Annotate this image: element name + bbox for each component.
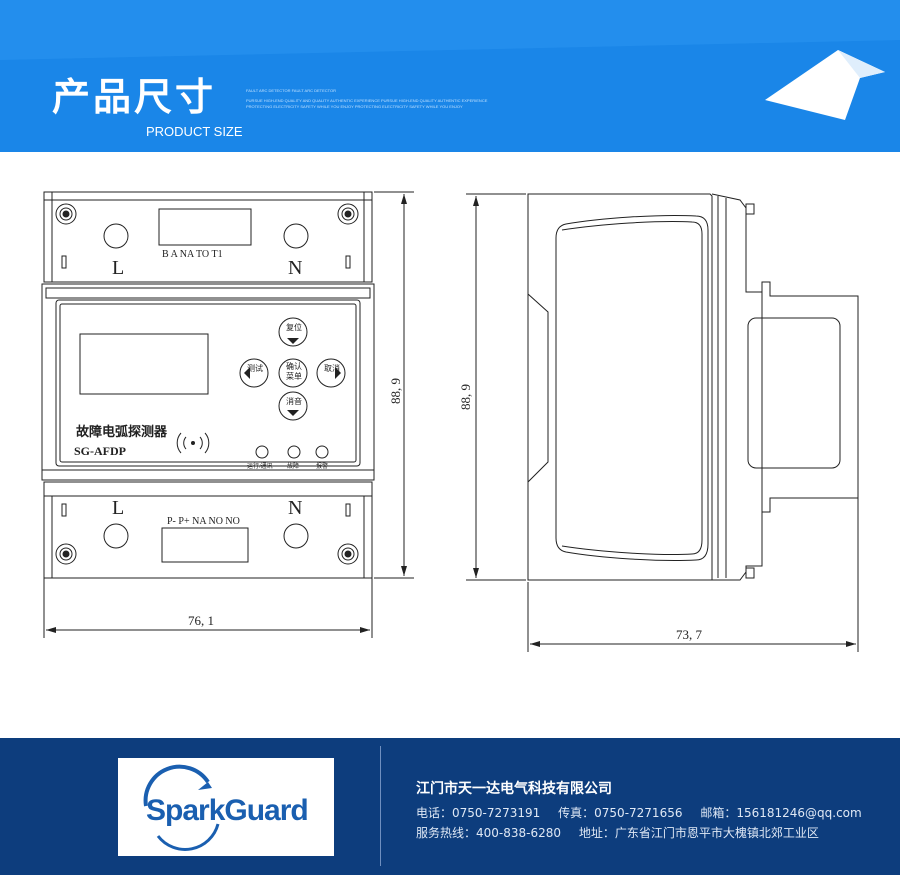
terminal-hole-l-bottom	[103, 523, 129, 549]
terminal-hole-l	[103, 223, 129, 249]
front-height-dimension: 88, 9	[388, 378, 403, 404]
terminal-hole-n-bottom	[283, 523, 309, 549]
indicator-run-label: 运行/通讯	[247, 462, 273, 470]
page-subtitle: PRODUCT SIZE	[146, 124, 243, 139]
screw-top-right	[337, 203, 359, 225]
menu-label: 菜单	[286, 371, 302, 381]
reset-button-label: 复位	[286, 322, 302, 332]
indicator-alarm-label: 报警	[316, 462, 328, 470]
lcd-display	[79, 333, 209, 395]
footer-divider	[380, 746, 381, 866]
bottom-terminal-block	[161, 527, 249, 563]
brand-logo: SparkGuard	[118, 758, 334, 856]
device-name: 故障电弧探测器	[76, 424, 168, 439]
front-view: B A NA TO T1 L N 复位 测试 确认 菜单 取消 消音	[41, 191, 414, 638]
indicator-run	[255, 445, 269, 459]
cancel-button[interactable]	[316, 358, 346, 388]
contact-line-1: 电话：0750-7273191 传真：0750-7271656 邮箱：15618…	[416, 804, 876, 821]
contact-line-2: 服务热线：400-838-6280 地址：广东省江门市恩平市大槐镇北郊工业区	[416, 824, 833, 841]
bottom-terminal-label: P- P+ NA NO NO	[167, 516, 240, 527]
keypad: 复位 测试 确认 菜单 取消 消音	[239, 317, 346, 421]
email-text: 邮箱：156181246@qq.com	[700, 806, 862, 820]
sparkguard-logo-icon	[143, 764, 220, 851]
test-button-label: 测试	[247, 363, 263, 373]
header-background	[0, 0, 900, 152]
fine-print-1: FAULT ARC DETECTOR FAULT ARC DETECTOR	[246, 88, 337, 93]
indicator-alarm	[315, 445, 329, 459]
confirm-menu-button[interactable]	[278, 358, 308, 388]
test-button[interactable]	[239, 358, 269, 388]
screw-bottom-left	[55, 543, 77, 565]
brand-logo-text: SparkGuard	[146, 794, 309, 827]
side-width-dimension: 73, 7	[676, 627, 703, 642]
pole-label-l-bottom: L	[112, 497, 124, 519]
terminal-hole-n	[283, 223, 309, 249]
dimension-drawing: B A NA TO T1 L N 复位 测试 确认 菜单 取消 消音	[41, 191, 859, 652]
pole-label-n-bottom: N	[288, 497, 302, 519]
footer: SparkGuard 江门市天一达电气科技有限公司 电话：0750-727319…	[0, 738, 900, 875]
address-text: 地址：广东省江门市恩平市大槐镇北郊工业区	[578, 826, 819, 840]
mute-button[interactable]	[278, 391, 308, 421]
top-terminal-label: B A NA TO T1	[162, 249, 223, 260]
phone-text: 电话：0750-7273191	[416, 806, 541, 820]
company-name: 江门市天一达电气科技有限公司	[416, 781, 612, 797]
indicator-fault-label: 故障	[287, 462, 299, 470]
nfc-wireless-icon	[176, 432, 210, 454]
page-title: 产品尺寸	[52, 75, 217, 119]
device-model: SG-AFDP	[74, 444, 126, 458]
cancel-button-label: 取消	[324, 363, 340, 373]
side-height-dimension: 88, 9	[458, 384, 473, 410]
top-terminal-block	[158, 208, 252, 246]
side-view: 88, 9 73, 7	[458, 193, 859, 652]
reset-button[interactable]	[278, 317, 308, 347]
screw-top-left	[55, 203, 77, 225]
fax-text: 传真：0750-7271656	[558, 806, 683, 820]
fine-print-3: PROTECTING ELECTRICITY SAFETY WHILE YOU …	[246, 104, 463, 109]
pole-label-n-top: N	[288, 257, 302, 279]
indicator-fault	[287, 445, 301, 459]
screw-bottom-right	[337, 543, 359, 565]
pole-label-l-top: L	[112, 257, 124, 279]
front-width-dimension: 76, 1	[188, 613, 214, 628]
mute-button-label: 消音	[286, 396, 302, 406]
fine-print-2: PURSUE HIGH-END QUALITY AND QUALITY AUTH…	[246, 98, 488, 103]
hotline-text: 服务热线：400-838-6280	[416, 826, 562, 840]
confirm-label: 确认	[286, 361, 302, 371]
header-banner: 产品尺寸 PRODUCT SIZE FAULT ARC DETECTOR FAU…	[0, 0, 900, 152]
